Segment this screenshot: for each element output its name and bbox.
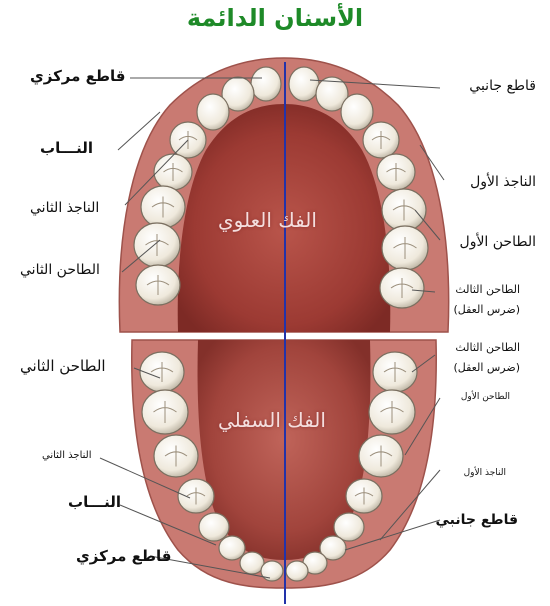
upper-tooth	[141, 186, 185, 228]
label-third-molar-upper: الطاحن الثالث	[455, 284, 520, 297]
lower-tooth	[346, 479, 382, 513]
label-central-incisor-upper: قاطع مركزي	[30, 68, 125, 85]
upper-tooth	[289, 67, 319, 101]
label-canine-lower: النـــاب	[68, 494, 121, 511]
upper-tooth	[154, 154, 192, 190]
label-second-premolar-upper: الناجذ الثاني	[30, 200, 99, 216]
lower-tooth	[369, 390, 415, 434]
upper-tooth	[382, 189, 426, 231]
lower-tooth	[261, 561, 283, 581]
upper-tooth	[136, 265, 180, 305]
upper-tooth	[341, 94, 373, 130]
label-canine-upper: النـــاب	[40, 140, 93, 157]
lower-tooth	[154, 435, 198, 477]
label-lateral-incisor-lower: قاطع جانبي	[435, 512, 518, 528]
label-first-premolar-lower: الناجذ الأول	[464, 468, 506, 478]
label-wisdom-upper: (ضرس العقل)	[453, 304, 520, 317]
upper-tooth	[197, 94, 229, 130]
lower-tooth	[373, 352, 417, 392]
upper-tooth	[251, 67, 281, 101]
label-central-incisor-lower: قاطع مركزي	[76, 548, 171, 565]
lower-tooth	[199, 513, 229, 541]
lower-tooth	[140, 352, 184, 392]
lower-tooth	[286, 561, 308, 581]
lower-tooth	[142, 390, 188, 434]
label-second-molar-lower: الطاحن الثاني	[20, 358, 106, 375]
label-lateral-incisor-upper: قاطع جانبي	[469, 78, 536, 94]
label-second-premolar-lower: الناجذ الثاني	[42, 450, 92, 462]
label-first-premolar-upper: الناجذ الأول	[470, 174, 536, 190]
lower-tooth	[178, 479, 214, 513]
label-third-molar-lower: الطاحن الثالث	[455, 342, 520, 355]
label-first-molar-upper: الطاحن الأول	[460, 234, 536, 250]
upper-tooth	[134, 223, 180, 267]
lower-tooth	[359, 435, 403, 477]
lower-tooth	[240, 552, 264, 574]
lower-tooth	[219, 536, 245, 560]
label-first-molar-lower: الطاحن الأول	[461, 392, 510, 402]
upper-tooth	[380, 268, 424, 308]
lower-jaw-label: الفك السفلي	[218, 408, 326, 432]
label-second-molar-upper: الطاحن الثاني	[20, 262, 100, 278]
upper-tooth	[382, 226, 428, 270]
upper-jaw-label: الفك العلوي	[218, 208, 317, 232]
upper-tooth	[363, 122, 399, 158]
label-wisdom-lower: (ضرس العقل)	[453, 362, 520, 375]
upper-tooth	[377, 154, 415, 190]
